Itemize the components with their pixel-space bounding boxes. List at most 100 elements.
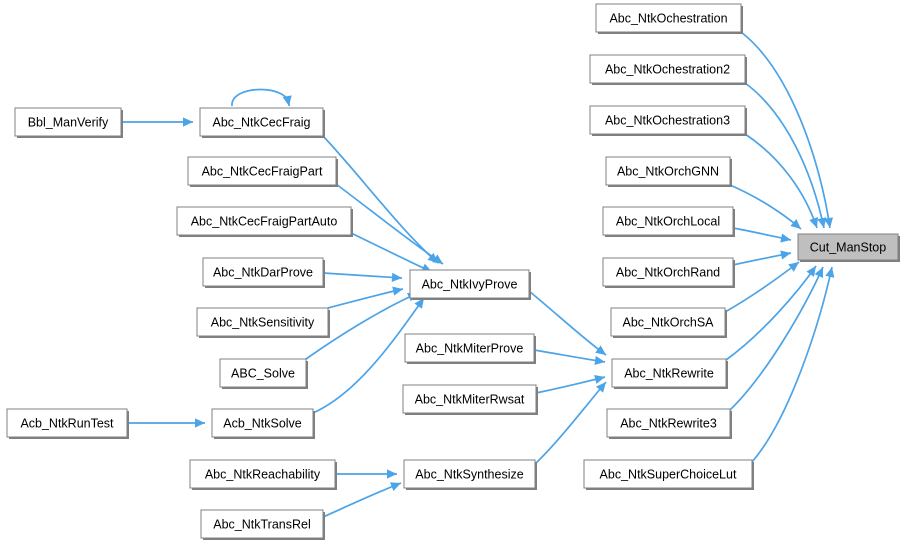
node-box[interactable] (611, 358, 727, 388)
node-box[interactable] (219, 358, 307, 388)
edge-arrowhead (594, 355, 605, 366)
node-box[interactable] (589, 54, 746, 84)
node-box[interactable] (583, 459, 753, 489)
edge-line (350, 232, 433, 273)
node-box[interactable] (187, 156, 337, 186)
graph-node-abc-ntkochestration3[interactable]: Abc_NtkOchestration3 (589, 105, 747, 136)
graph-node-abc-ntkorchlocal[interactable]: Abc_NtkOrchLocal (602, 206, 735, 237)
node-box[interactable] (14, 107, 122, 137)
graph-edge (751, 266, 835, 463)
node-box[interactable] (211, 408, 314, 438)
graph-edge (534, 381, 607, 465)
graph-node-abc-ntkmiterrwsat[interactable]: Abc_NtkMiterRwsat (402, 384, 538, 415)
graph-node-abc-solve[interactable]: ABC_Solve (219, 358, 308, 389)
edge-arrowhead (390, 482, 401, 491)
node-box[interactable] (602, 206, 734, 236)
graph-edge (533, 349, 606, 366)
node-box[interactable] (595, 3, 742, 33)
graph-node-abc-ntkivyprove[interactable]: Abc_NtkIvyProve (409, 269, 531, 300)
graph-edge (744, 82, 827, 229)
node-box[interactable] (610, 307, 726, 337)
node-box[interactable] (403, 459, 536, 489)
edge-line (322, 135, 439, 264)
edge-line (725, 265, 817, 361)
edge-arrowhead (391, 272, 402, 282)
graph-edge (335, 469, 397, 479)
graph-node-abc-ntkcecfraigpartauto[interactable]: Abc_NtkCecFraigPartAuto (176, 206, 353, 237)
node-box[interactable] (602, 257, 734, 287)
graph-node-acb-ntksolve[interactable]: Acb_NtkSolve (211, 408, 315, 439)
graph-node-abc-ntkorchrand[interactable]: Abc_NtkOrchRand (602, 257, 735, 288)
node-box[interactable] (605, 156, 731, 186)
edge-line (533, 349, 606, 363)
edge-arrowhead (282, 95, 292, 106)
graph-node-abc-ntkorchgnn[interactable]: Abc_NtkOrchGNN (605, 156, 732, 187)
edge-arrowhead (806, 266, 816, 277)
graph-node-abc-ntkdarprove[interactable]: Abc_NtkDarProve (202, 257, 325, 288)
graph-node-acb-ntkruntest[interactable]: Acb_NtkRunTest (6, 408, 129, 439)
graph-node-abc-ntkorchsa[interactable]: Abc_NtkOrchSA (610, 307, 727, 338)
graph-node-abc-ntkochestration2[interactable]: Abc_NtkOchestration2 (589, 54, 747, 85)
node-box[interactable] (797, 233, 899, 261)
edge-line (534, 381, 607, 465)
nodes-layer: Bbl_ManVerify Abc_NtkCecFraigAbc_NtkCecFr… (6, 3, 900, 540)
node-box[interactable] (189, 459, 336, 489)
graph-edge (729, 184, 802, 230)
graph-edge (127, 418, 205, 428)
edge-arrowhead (387, 469, 397, 479)
edge-arrowhead (414, 298, 424, 309)
edge-arrowhead (432, 254, 443, 264)
graph-edge (322, 135, 439, 264)
node-box[interactable] (409, 269, 530, 299)
edge-arrowhead (790, 219, 801, 229)
edge-arrowhead (594, 374, 605, 384)
node-box[interactable] (200, 509, 324, 539)
graph-edge (121, 117, 193, 127)
node-box[interactable] (606, 408, 731, 438)
graph-node-abc-ntkcecfraig[interactable]: Abc_NtkCecFraig (199, 107, 325, 138)
graph-edge (732, 250, 792, 266)
edge-arrowhead (780, 233, 791, 243)
graph-edge (729, 266, 824, 411)
edge-line (729, 266, 824, 411)
node-box[interactable] (199, 107, 324, 137)
graph-edge (744, 133, 819, 229)
graph-node-abc-ntksensitivity[interactable]: Abc_NtkSensitivity (196, 307, 330, 338)
node-box[interactable] (589, 105, 746, 135)
edge-arrowhead (823, 217, 834, 228)
graph-node-cut-manstop[interactable]: Cut_ManStop (797, 233, 900, 262)
graph-node-abc-ntkmiterprove[interactable]: Abc_NtkMiterProve (404, 333, 536, 364)
node-box[interactable] (6, 408, 128, 438)
graph-edge (535, 374, 606, 394)
graph-node-abc-ntksynthesize[interactable]: Abc_NtkSynthesize (403, 459, 537, 490)
graph-node-abc-ntkcecfraigpart[interactable]: Abc_NtkCecFraigPart (187, 156, 338, 187)
graph-node-abc-ntkrewrite3[interactable]: Abc_NtkRewrite3 (606, 408, 732, 439)
graph-node-abc-ntkochestration[interactable]: Abc_NtkOchestration (595, 3, 743, 34)
graph-edge (732, 227, 792, 243)
graph-node-abc-ntktransrel[interactable]: Abc_NtkTransRel (200, 509, 325, 540)
node-box[interactable] (176, 206, 352, 236)
graph-node-bbl-manverify[interactable]: Bbl_ManVerify (14, 107, 123, 138)
node-box[interactable] (402, 384, 537, 414)
graph-edge (322, 482, 402, 518)
node-box[interactable] (202, 257, 324, 287)
graph-edge (725, 265, 817, 361)
edge-arrowhead (392, 286, 403, 296)
graph-node-abc-ntksuperchoicelut[interactable]: Abc_NtkSuperChoiceLut (583, 459, 754, 490)
graph-node-abc-ntkreachability[interactable]: Abc_NtkReachability (189, 459, 337, 490)
graph-node-abc-ntkrewrite[interactable]: Abc_NtkRewrite (611, 358, 728, 389)
node-box[interactable] (404, 333, 535, 363)
edges-layer (121, 31, 835, 518)
edge-line (744, 82, 825, 229)
graph-edge (312, 297, 425, 414)
edge-line (751, 266, 833, 463)
edge-arrowhead (825, 267, 835, 278)
edge-arrowhead (788, 262, 799, 272)
edge-line (312, 297, 425, 414)
edge-line (740, 31, 831, 229)
graph-edge (327, 286, 404, 309)
node-box[interactable] (196, 307, 329, 337)
graph-edge (740, 31, 834, 229)
